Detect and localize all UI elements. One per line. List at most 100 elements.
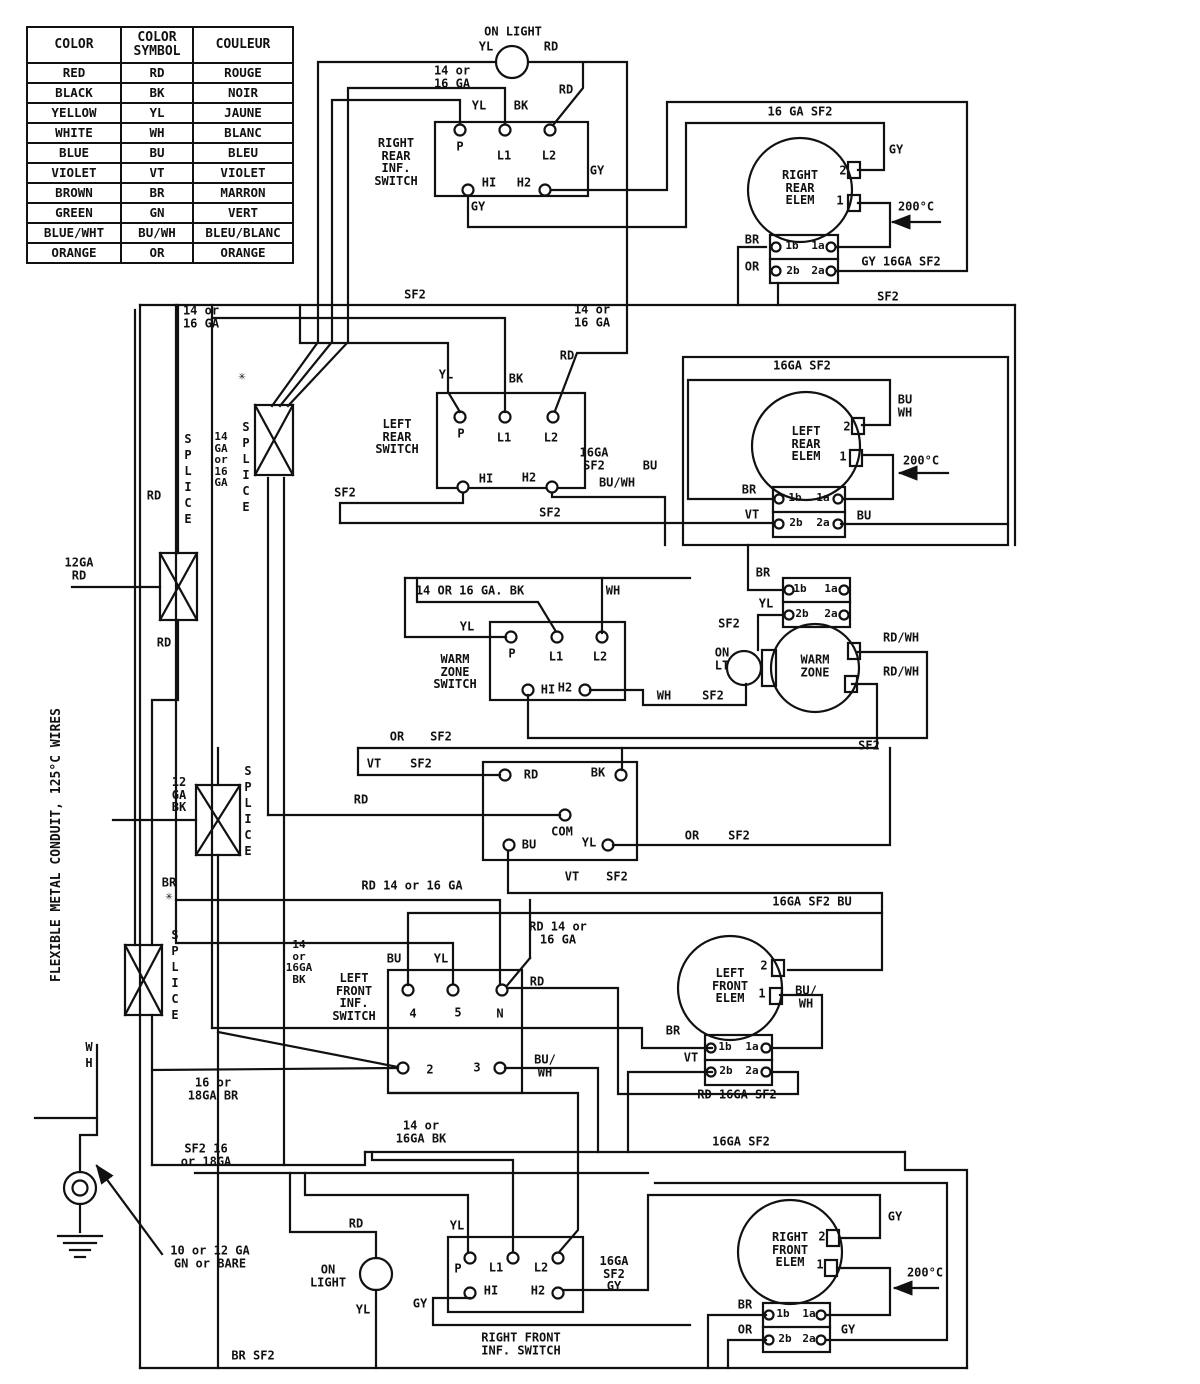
wire-label-br: BR <box>737 1297 753 1312</box>
wire-label-sf2: SF2 <box>430 729 452 744</box>
element-terminal-label: 2 <box>843 419 851 434</box>
connector-pin-label: 1a <box>816 491 830 505</box>
terminal-label: L1 <box>488 1260 504 1275</box>
table-cell: JAUNE <box>192 102 294 124</box>
wire-label-sf2: SF2 <box>606 869 628 884</box>
table-cell: GREEN <box>26 202 122 224</box>
wire-label-wh: WH <box>82 1040 96 1072</box>
element-terminal-label: 1 <box>816 1257 824 1272</box>
table-cell: VERT <box>192 202 294 224</box>
wire-label-or: OR <box>744 259 760 274</box>
on-light-top-label: ON LIGHT <box>484 24 542 39</box>
connector-pin-label: 2b <box>786 264 800 278</box>
table-cell: ROUGE <box>192 62 294 84</box>
terminal-label: HI <box>481 175 497 190</box>
table-cell: BU/WH <box>120 222 194 244</box>
wire-label-yl: YL <box>355 1302 371 1317</box>
warm-zone-switch-label: WARM ZONE SWITCH <box>433 652 477 692</box>
wire-label-rd: RD <box>353 792 369 807</box>
terminal-label: COM <box>551 824 573 839</box>
terminal-label: P <box>454 1261 462 1276</box>
left-front-elem-label: LEFT FRONT ELEM <box>711 966 749 1006</box>
wire-label-bu: BU <box>856 508 872 523</box>
terminal-label: 2 <box>426 1062 434 1077</box>
wire-label-gy: GY <box>589 163 605 178</box>
wire-label-sf2: SF2 <box>334 485 356 500</box>
wire-label-vt: VT <box>744 507 760 522</box>
wire-label-gy: GY <box>470 199 486 214</box>
right-front-elem-label: RIGHT FRONT ELEM <box>771 1230 809 1270</box>
table-cell: BR <box>120 182 194 204</box>
connector-pin-label: 1a <box>811 239 825 253</box>
connector-pin-label: 1b <box>718 1040 732 1054</box>
terminal-label: P <box>457 426 465 441</box>
wire-label-gy: GY <box>840 1322 856 1337</box>
wire-label-vt: VT <box>564 869 580 884</box>
wire-gauge-label: 14 OR 16 GA. BK <box>415 583 525 598</box>
table-cell: BLUE/WHT <box>26 222 122 244</box>
terminal-label: L1 <box>548 649 564 664</box>
splice-star-marker: ✳ <box>238 368 246 383</box>
wire-label-yl: YL <box>438 367 454 382</box>
connector-pin-label: 1a <box>824 582 838 596</box>
terminal-label: N <box>496 1006 504 1021</box>
connector-pin-label: 2a <box>824 607 838 621</box>
on-light-bottom-lamp <box>358 1256 394 1292</box>
right-front-inf-switch-box <box>446 1235 585 1314</box>
wire-label-gy: GY <box>412 1296 428 1311</box>
terminal-label: BK <box>590 765 606 780</box>
wire-label-yl: YL <box>449 1218 465 1233</box>
left-rear-elem-loop <box>681 355 1010 547</box>
conduit-note-label: FLEXIBLE METAL CONDUIT, 125°C WIRES <box>49 708 65 982</box>
wire-label-yl: YL <box>459 619 475 634</box>
color-table-header: COLOR <box>26 26 122 64</box>
wire-label-sf2: SF2 <box>877 289 899 304</box>
left-rear-section <box>210 303 1010 1030</box>
warm-zone-on-light <box>725 649 763 687</box>
temperature-label: 200°C <box>897 199 935 214</box>
terminal-label: L2 <box>533 1260 549 1275</box>
wire-label-buwh: BU/WH <box>598 475 636 490</box>
right-rear-element <box>746 136 854 244</box>
wire-label-rd: RD <box>348 1216 364 1231</box>
wire-label-rd: RD <box>543 39 559 54</box>
terminal-label: L2 <box>592 649 608 664</box>
splice-label: SPLICE <box>181 432 195 528</box>
element-terminal-label: 1 <box>758 986 766 1001</box>
selector-box <box>481 760 639 862</box>
splice-label: SPLICE <box>168 928 182 1024</box>
table-cell: BLACK <box>26 82 122 104</box>
element-terminal-label: 1 <box>839 449 847 464</box>
table-cell: BROWN <box>26 182 122 204</box>
wire-label-rdwh: RD/WH <box>882 664 920 679</box>
wire-label-bk: BK <box>508 371 524 386</box>
table-cell: YELLOW <box>26 102 122 124</box>
left-rear-element <box>750 390 862 502</box>
terminal-label: H2 <box>521 470 537 485</box>
warm-zone-switch-box <box>488 620 627 702</box>
left-rear-switch-box <box>435 391 587 490</box>
left-front-switch-label: LEFT FRONT INF. SWITCH <box>332 970 376 1023</box>
wire-label-buwh: BU/ WH <box>534 1052 556 1079</box>
connector-pin-label: 2b <box>719 1064 733 1078</box>
left-rear-switch-label: LEFT REAR SWITCH <box>375 417 419 457</box>
wire-gauge-label: RD 14 or 16 GA <box>361 878 463 893</box>
wire-label-rd: RD <box>156 635 172 650</box>
wire-gauge-label: 14 or 16GA BK <box>395 1118 447 1145</box>
wire-gauge-label: 16GA SF2 BU <box>772 894 852 909</box>
wire-gauge-label: 12GA RD <box>64 555 94 582</box>
table-cell: ORANGE <box>192 242 294 264</box>
terminal-label: P <box>508 646 516 661</box>
wire-label-rd: RD <box>558 82 574 97</box>
connector-pin-label: 1b <box>793 582 807 596</box>
wire-label-sf2: SF2 <box>702 688 724 703</box>
wire-label-yl: YL <box>758 596 774 611</box>
table-cell: WH <box>120 122 194 144</box>
element-terminal-label: 1 <box>836 193 844 208</box>
right-front-switch-label: RIGHT FRONT INF. SWITCH <box>481 1330 561 1357</box>
wire-label-sf2: SF2 <box>410 756 432 771</box>
table-cell: NOIR <box>192 82 294 104</box>
wire-gauge-label: 14 or 16 GA <box>573 302 611 329</box>
wire-label-or: OR <box>684 828 700 843</box>
